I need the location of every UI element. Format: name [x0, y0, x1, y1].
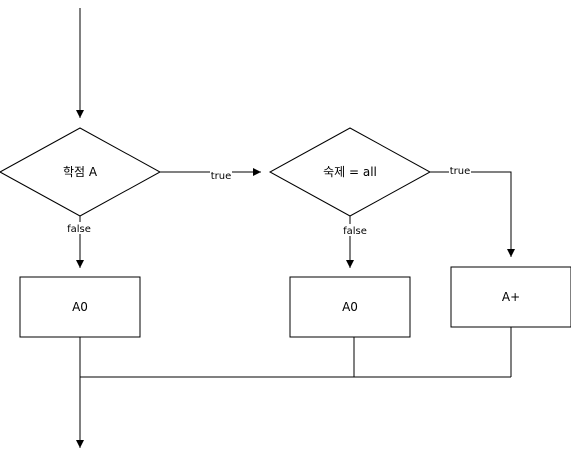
box-a0-left-label: A0 — [72, 300, 88, 314]
decision-grade-a-label: 학점 A — [63, 165, 98, 179]
decision-homework-all-label: 숙제 = all — [323, 165, 377, 179]
edge-d2-true — [430, 171, 515, 257]
box-a0-mid-label: A0 — [342, 300, 358, 314]
edge-d1-true-label: true — [211, 171, 232, 182]
box-a0-mid[interactable] — [289, 276, 411, 338]
edge-d1-false-label-bg — [64, 222, 94, 234]
edge-d2-false-label-bg — [340, 224, 370, 236]
edge-d2-true-label-bg — [449, 164, 471, 176]
box-aplus-label: A+ — [502, 290, 520, 304]
box-aplus[interactable] — [450, 266, 571, 328]
edge-d2-false-label: false — [343, 226, 367, 237]
edge-d1-false-label: false — [67, 224, 91, 235]
edge-d1-true-label-bg — [210, 169, 232, 181]
edge-d2-true-label: true — [450, 166, 471, 177]
